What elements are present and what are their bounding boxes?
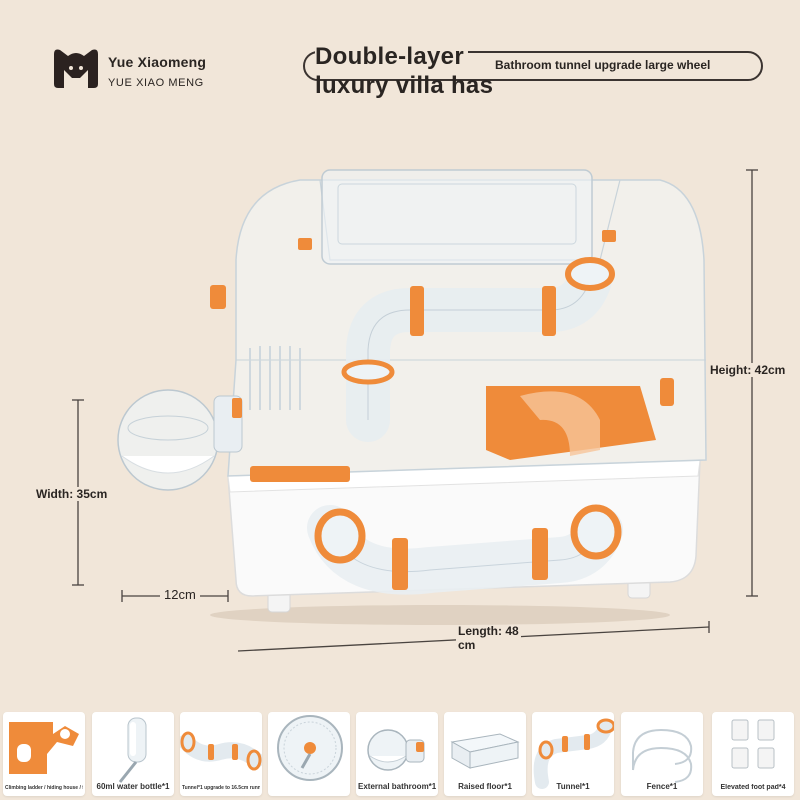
accessory-card: Raised floor*1 <box>444 712 526 796</box>
upper-tunnel <box>341 257 615 442</box>
tagline-text: Bathroom tunnel upgrade large wheel <box>495 58 711 72</box>
length-label: Length: 48 cm <box>456 624 521 652</box>
headline-line-1: Double-layer <box>315 42 468 71</box>
foot-pad-icon <box>731 719 775 769</box>
accessory-label: External bathroom*1 <box>358 782 436 791</box>
accessory-card: Fence*1 <box>621 712 703 796</box>
raised-floor-icon <box>450 733 520 769</box>
accessory-card: Tunnel*1 upgrade to 16.5cm running wheel… <box>180 712 262 796</box>
external-bathroom-icon <box>367 729 425 771</box>
length-label-line-1: Length: 48 <box>458 624 519 638</box>
accessory-label: Raised floor*1 <box>458 782 512 791</box>
external-bathroom <box>117 389 243 491</box>
width-label: Width: 35cm <box>34 487 110 501</box>
tunnel-icon <box>533 718 614 789</box>
length-label-line-2: cm <box>458 638 476 652</box>
accessory-card <box>268 712 350 796</box>
accessory-card: External bathroom*1 <box>356 712 438 796</box>
tunnel-icon <box>180 731 262 771</box>
accessory-label: 60ml water bottle*1 <box>96 782 170 791</box>
climbing-ladder-icon <box>9 722 79 774</box>
accessory-label: Elevated foot pad*4 <box>720 784 786 791</box>
tagline-pill <box>303 51 763 81</box>
accessory-card: Elevated foot pad*4 <box>712 712 794 796</box>
hamster-cage-image <box>117 169 707 625</box>
running-wheel-icon <box>277 715 343 781</box>
water-bottle-icon <box>118 717 147 783</box>
accessory-card: Climbing ladder / hiding house / food bo… <box>3 712 85 796</box>
headline-line-2: luxury villa has <box>315 72 494 99</box>
accessory-strip: Climbing ladder / hiding house / food bo… <box>0 708 800 800</box>
headline: Double-layer luxury villa has <box>315 42 505 100</box>
accessory-card: 60ml water bottle*1 <box>92 712 174 796</box>
brand-logo-icon <box>54 49 98 88</box>
brand-subtitle: YUE XIAO MENG <box>108 77 204 89</box>
depth-label: 12cm <box>160 587 200 602</box>
accessory-card: Tunnel*1 <box>532 712 614 796</box>
accessory-label: Fence*1 <box>646 782 678 791</box>
accessory-label: Tunnel*1 <box>556 782 590 791</box>
lower-tunnel <box>307 504 623 595</box>
accessory-label: Climbing ladder / hiding house / food bo… <box>5 785 83 791</box>
accessory-label: Tunnel*1 upgrade to 16.5cm running wheel… <box>182 785 260 791</box>
brand-block: Yue Xiaomeng YUE XIAO MENG <box>52 44 252 100</box>
brand-name: Yue Xiaomeng <box>108 54 207 70</box>
height-label: Height: 42cm <box>708 363 788 377</box>
fence-icon <box>632 728 693 783</box>
